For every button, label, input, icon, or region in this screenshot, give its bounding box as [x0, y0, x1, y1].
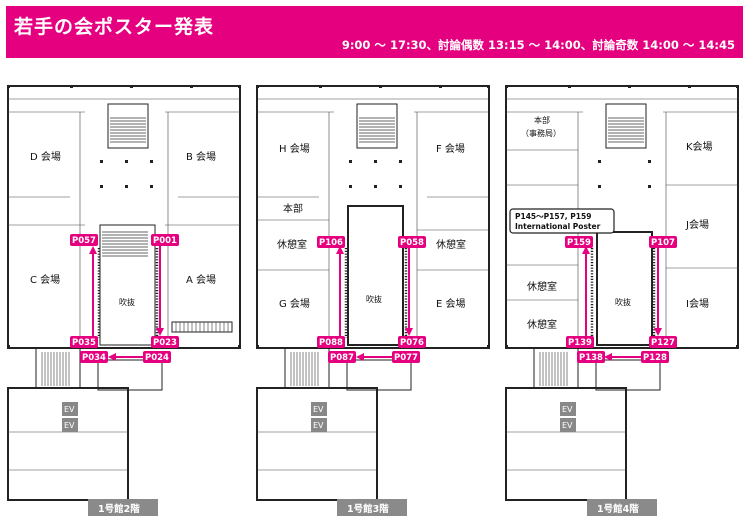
- svg-text:P057: P057: [72, 236, 96, 246]
- poster-tag: P057: [70, 234, 98, 246]
- poster-tag: P107: [649, 236, 677, 248]
- svg-text:P127: P127: [651, 338, 675, 348]
- svg-text:P106: P106: [319, 238, 343, 248]
- poster-tag: P088: [317, 336, 345, 348]
- room-label-lounge: 休憩室: [277, 238, 307, 251]
- building-outline: [256, 85, 490, 349]
- poster-tag: P087: [328, 351, 356, 363]
- elevator-label: EV: [313, 421, 324, 430]
- room-label-lounge: 休憩室: [527, 280, 557, 293]
- elevator-label: EV: [562, 421, 573, 430]
- poster-tag: P023: [151, 336, 179, 348]
- svg-text:P034: P034: [82, 353, 106, 363]
- note-line-2: International Poster: [515, 222, 601, 231]
- svg-text:P107: P107: [651, 238, 675, 248]
- room-label-office: （事務局）: [521, 128, 561, 138]
- svg-text:P138: P138: [579, 353, 603, 363]
- route-arrows: [89, 246, 662, 361]
- room-label-e: E 会場: [436, 297, 466, 310]
- svg-text:1号館3階: 1号館3階: [347, 503, 389, 515]
- elevator-label: EV: [562, 405, 573, 414]
- svg-text:P023: P023: [153, 338, 177, 348]
- poster-tag: P035: [70, 336, 98, 348]
- floor-caption-3f: 1号館3階: [337, 499, 407, 516]
- atrium-label: 吹抜: [366, 294, 382, 304]
- floor-map-3f: [256, 85, 490, 501]
- room-label-f: F 会場: [436, 142, 465, 155]
- svg-text:1号館2階: 1号館2階: [98, 503, 140, 515]
- atrium-label: 吹抜: [615, 297, 631, 307]
- svg-text:P035: P035: [72, 338, 96, 348]
- svg-text:P024: P024: [145, 353, 169, 363]
- svg-text:P076: P076: [400, 338, 424, 348]
- international-poster-note-box: [509, 208, 615, 234]
- room-label-j: J会場: [685, 218, 709, 231]
- svg-text:P058: P058: [400, 238, 424, 248]
- poster-tag: P159: [565, 236, 593, 248]
- room-label-b: B 会場: [186, 150, 216, 163]
- svg-text:P087: P087: [330, 353, 354, 363]
- poster-tag: P034: [80, 351, 108, 363]
- poster-tag: P138: [577, 351, 605, 363]
- svg-text:P088: P088: [319, 338, 343, 348]
- room-label-lounge: 休憩室: [527, 318, 557, 331]
- floor-caption-4f: 1号館4階: [587, 499, 657, 516]
- room-label-h: H 会場: [279, 142, 310, 155]
- floor-caption-2f: 1号館2階: [88, 499, 158, 516]
- poster-tag: P077: [392, 351, 420, 363]
- svg-text:P159: P159: [567, 238, 591, 248]
- svg-text:P139: P139: [568, 338, 592, 348]
- elevator-label: EV: [313, 405, 324, 414]
- poster-tag: P139: [566, 336, 594, 348]
- header-banner: 若手の会ポスター発表 9:00 〜 17:30、討論偶数 13:15 〜 14:…: [6, 6, 743, 58]
- svg-text:P001: P001: [153, 236, 177, 246]
- poster-tag: P058: [398, 236, 426, 248]
- room-label-hq: 本部: [534, 115, 550, 125]
- poster-tag: P001: [151, 234, 179, 246]
- svg-text:1号館4階: 1号館4階: [597, 503, 639, 515]
- floor-map-4f: [505, 85, 739, 501]
- room-label-i: I会場: [686, 297, 709, 310]
- atrium-label: 吹抜: [119, 297, 135, 307]
- page-title: 若手の会ポスター発表: [14, 16, 215, 38]
- room-label-lounge: 休憩室: [436, 238, 466, 251]
- room-label-a: A 会場: [186, 273, 216, 286]
- schedule-text: 9:00 〜 17:30、討論偶数 13:15 〜 14:00、討論奇数 14:…: [341, 38, 735, 52]
- elevator-label: EV: [64, 421, 75, 430]
- floor-map-2f: [7, 85, 241, 501]
- poster-tag: P076: [398, 336, 426, 348]
- room-label-hq: 本部: [283, 202, 303, 215]
- svg-text:P077: P077: [394, 353, 418, 363]
- room-label-k: K会場: [686, 140, 713, 153]
- room-label-d: D 会場: [30, 150, 61, 163]
- room-label-c: C 会場: [30, 273, 60, 286]
- poster-tag: P128: [641, 351, 669, 363]
- poster-tag: P106: [317, 236, 345, 248]
- note-line-1: P145〜P157, P159: [515, 212, 591, 221]
- poster-tag: P127: [649, 336, 677, 348]
- poster-tag: P024: [143, 351, 171, 363]
- svg-text:P128: P128: [643, 353, 667, 363]
- building-outline: [505, 85, 739, 349]
- elevator-label: EV: [64, 405, 75, 414]
- room-label-g: G 会場: [279, 297, 310, 310]
- building-outline: [7, 85, 241, 349]
